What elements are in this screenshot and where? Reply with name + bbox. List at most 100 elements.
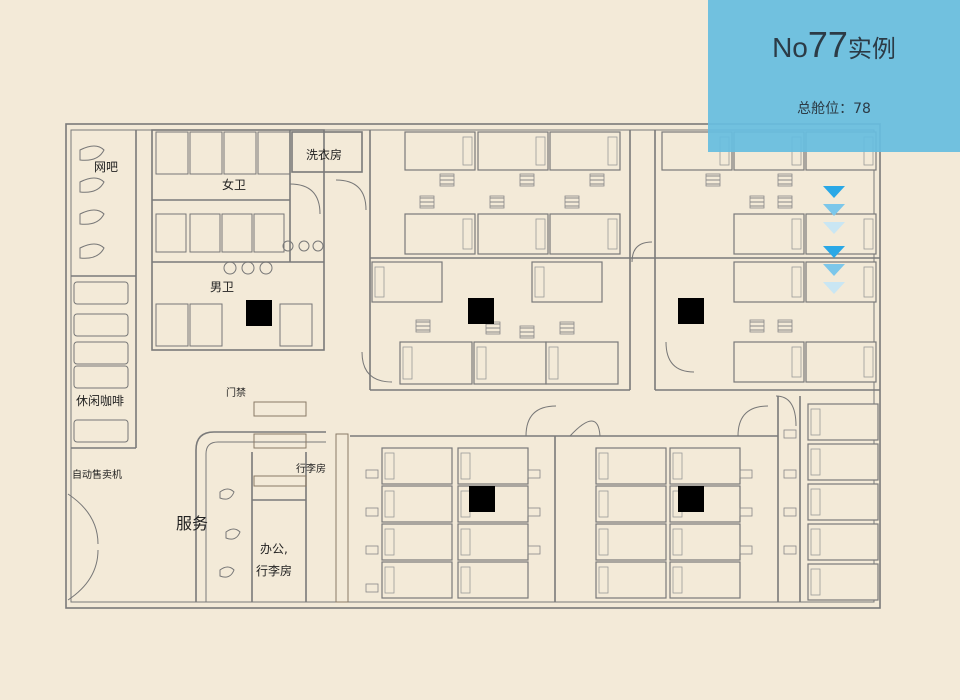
pod-ladder bbox=[777, 195, 793, 209]
capsule-pod bbox=[381, 561, 453, 599]
step bbox=[739, 545, 753, 555]
sofa bbox=[73, 341, 129, 365]
capsule-pod bbox=[733, 341, 805, 383]
panel-title: No77实例 bbox=[708, 24, 960, 66]
direction-arrows bbox=[823, 186, 845, 294]
capsule-pod bbox=[669, 523, 741, 561]
toilet-stall bbox=[253, 213, 285, 253]
pod-pillow bbox=[607, 218, 618, 250]
pod-pillow bbox=[476, 346, 487, 380]
sofa bbox=[73, 313, 129, 337]
pod-pillow bbox=[384, 490, 395, 518]
info-panel: No77实例 总舱位：78 bbox=[708, 0, 960, 152]
capacity-value: 78 bbox=[853, 101, 871, 117]
sink bbox=[298, 240, 310, 252]
room-label-womens-restroom: 女卫 bbox=[222, 178, 247, 192]
toilet-stall bbox=[155, 303, 189, 347]
toilet-stall bbox=[221, 213, 253, 253]
chair bbox=[79, 177, 105, 193]
capsule-pod bbox=[477, 213, 549, 255]
capsule-pod bbox=[805, 341, 877, 383]
capsule-pod bbox=[399, 341, 473, 385]
chair bbox=[79, 209, 105, 225]
capsule-pod bbox=[457, 523, 529, 561]
pod-ladder bbox=[589, 173, 605, 187]
structural-columns bbox=[246, 298, 704, 512]
panel-title-prefix: No bbox=[772, 32, 808, 63]
capsule-pod bbox=[807, 523, 879, 561]
capsule-pod bbox=[733, 213, 805, 255]
pod-pillow bbox=[384, 528, 395, 556]
pod-ladder bbox=[777, 319, 793, 333]
panel-title-number: 77 bbox=[807, 24, 848, 65]
step bbox=[783, 507, 797, 517]
step bbox=[527, 507, 541, 517]
pod-ladder bbox=[559, 321, 575, 335]
toilet-stall bbox=[189, 303, 223, 347]
stool bbox=[219, 566, 235, 578]
pod-pillow bbox=[810, 528, 821, 556]
sofa bbox=[73, 281, 129, 305]
room-label-office-line1: 办公, bbox=[260, 542, 288, 556]
pod-ladder bbox=[419, 195, 435, 209]
pod-pillow bbox=[548, 346, 559, 380]
door-swing bbox=[67, 549, 99, 601]
door-swing bbox=[569, 420, 601, 437]
room-label-vending: 自动售卖机 bbox=[72, 470, 122, 481]
sink bbox=[223, 261, 237, 275]
capsule-pod bbox=[473, 341, 547, 385]
pod-pillow bbox=[384, 452, 395, 480]
step bbox=[739, 469, 753, 479]
room-label-gate: 门禁 bbox=[226, 388, 246, 399]
sink bbox=[241, 261, 255, 275]
step bbox=[365, 583, 379, 593]
capsule-pod bbox=[669, 561, 741, 599]
pod-pillow bbox=[863, 346, 874, 378]
capsule-pod bbox=[733, 261, 805, 303]
capsule-pod bbox=[457, 561, 529, 599]
room-label-office-line2: 行李房 bbox=[256, 564, 293, 578]
step bbox=[783, 429, 797, 439]
pod-pillow bbox=[535, 218, 546, 250]
capsule-pod bbox=[595, 561, 667, 599]
door-swing bbox=[67, 493, 99, 545]
pod-pillow bbox=[460, 452, 471, 480]
pod-pillow bbox=[374, 266, 385, 298]
capsule-pod bbox=[549, 213, 621, 255]
step bbox=[365, 545, 379, 555]
room-label-lounge-cafe: 休闲咖啡 bbox=[76, 394, 125, 408]
pod-pillow bbox=[607, 136, 618, 166]
pod-pillow bbox=[810, 488, 821, 516]
pod-pillow bbox=[810, 408, 821, 436]
pod-ladder bbox=[777, 173, 793, 187]
toilet-stall bbox=[189, 131, 223, 175]
step bbox=[783, 469, 797, 479]
pod-ladder bbox=[519, 325, 535, 339]
pod-pillow bbox=[598, 452, 609, 480]
door-swing bbox=[665, 341, 695, 373]
capsule-pod bbox=[404, 213, 476, 255]
step bbox=[365, 469, 379, 479]
pod-ladder bbox=[749, 319, 765, 333]
room-label-laundry: 洗衣房 bbox=[306, 148, 343, 162]
capsule-pod bbox=[549, 131, 621, 171]
pod-ladder bbox=[519, 173, 535, 187]
step bbox=[527, 469, 541, 479]
step bbox=[527, 545, 541, 555]
pod-pillow bbox=[598, 490, 609, 518]
chair bbox=[79, 145, 105, 161]
sink bbox=[259, 261, 273, 275]
toilet-stall bbox=[223, 131, 257, 175]
pod-pillow bbox=[534, 266, 545, 298]
pod-ladder bbox=[415, 319, 431, 333]
chair bbox=[79, 243, 105, 259]
pod-pillow bbox=[791, 266, 802, 298]
step bbox=[365, 507, 379, 517]
hatched-walls bbox=[253, 401, 349, 603]
sofa bbox=[73, 365, 129, 389]
capacity-label: 总舱位： bbox=[797, 101, 854, 117]
pod-pillow bbox=[402, 346, 413, 380]
pod-pillow bbox=[791, 218, 802, 250]
room-label-mens-restroom: 男卫 bbox=[210, 280, 235, 294]
